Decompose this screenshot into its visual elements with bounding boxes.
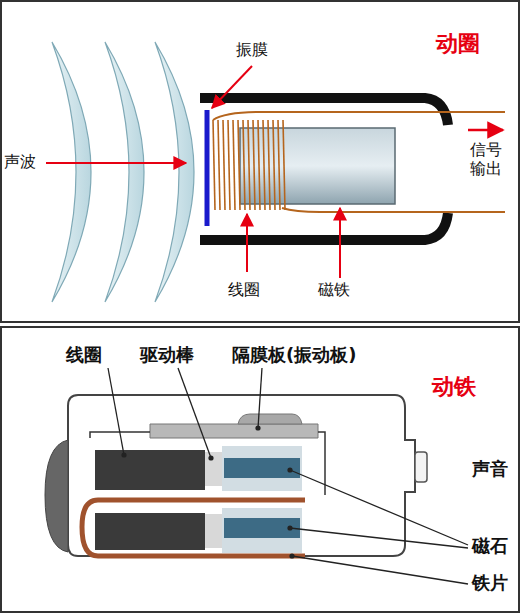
- leaders: [108, 368, 468, 584]
- magnet-housing: [222, 446, 302, 491]
- coil-windings: [213, 120, 285, 210]
- diaphragm-bump: [238, 414, 302, 424]
- diaphragm: [205, 110, 210, 226]
- part-label: 动铁: [432, 373, 476, 399]
- magnet: [224, 518, 300, 538]
- ba-housing: [68, 395, 415, 556]
- coil-turn: [248, 120, 250, 210]
- part-label: 铁片: [472, 572, 508, 594]
- coil-turn: [223, 120, 225, 210]
- coil-turn: [278, 120, 280, 210]
- coil-turn: [273, 120, 275, 210]
- top-panel: [1, 1, 519, 322]
- part-label: 声音: [472, 458, 508, 480]
- coil-upper: [95, 450, 205, 490]
- coil-turn: [233, 120, 235, 210]
- part-label: 磁石: [472, 535, 508, 557]
- coil-turn: [228, 120, 230, 210]
- part-label: 线圈: [66, 344, 102, 366]
- coil-turn: [283, 120, 285, 210]
- sound-arrow: [46, 162, 186, 164]
- part-label: 线圈: [228, 280, 260, 299]
- part-label: 磁铁: [318, 280, 350, 299]
- rear-cap: [45, 440, 68, 552]
- part-label: 动圈: [436, 30, 480, 56]
- part-label: 信号 输出: [470, 140, 507, 178]
- part-label: 声波: [4, 152, 36, 171]
- armature: [82, 500, 305, 556]
- sound-waves: [52, 42, 194, 302]
- leader: [246, 214, 248, 272]
- coil-turn: [253, 120, 255, 210]
- part-label: 驱动棒: [140, 344, 194, 366]
- drive-rod: [205, 452, 222, 486]
- bottom-panel: [1, 327, 519, 612]
- coil-turn: [263, 120, 265, 210]
- wire-bottom: [282, 208, 505, 212]
- frame: [318, 432, 325, 495]
- magnet: [224, 458, 300, 478]
- coil-turn: [218, 120, 220, 210]
- part-label: 振膜: [236, 40, 268, 59]
- coil-turn: [258, 120, 260, 210]
- leader: [339, 208, 341, 278]
- wire-top: [213, 112, 505, 120]
- housing-bottom: [200, 213, 448, 240]
- drive-rod: [205, 514, 222, 548]
- part-label: 隔膜板(振动板): [232, 344, 356, 366]
- sound-nozzle: [415, 452, 427, 482]
- diaphragm-plate: [150, 424, 318, 438]
- magnet-housing: [222, 508, 302, 553]
- coil-turn: [243, 120, 245, 210]
- coil-turn: [213, 120, 215, 210]
- coil-lower: [95, 513, 205, 550]
- output-arrow: [468, 129, 503, 132]
- coil-turn: [268, 120, 270, 210]
- coil-turn: [238, 120, 240, 210]
- leader: [212, 66, 252, 108]
